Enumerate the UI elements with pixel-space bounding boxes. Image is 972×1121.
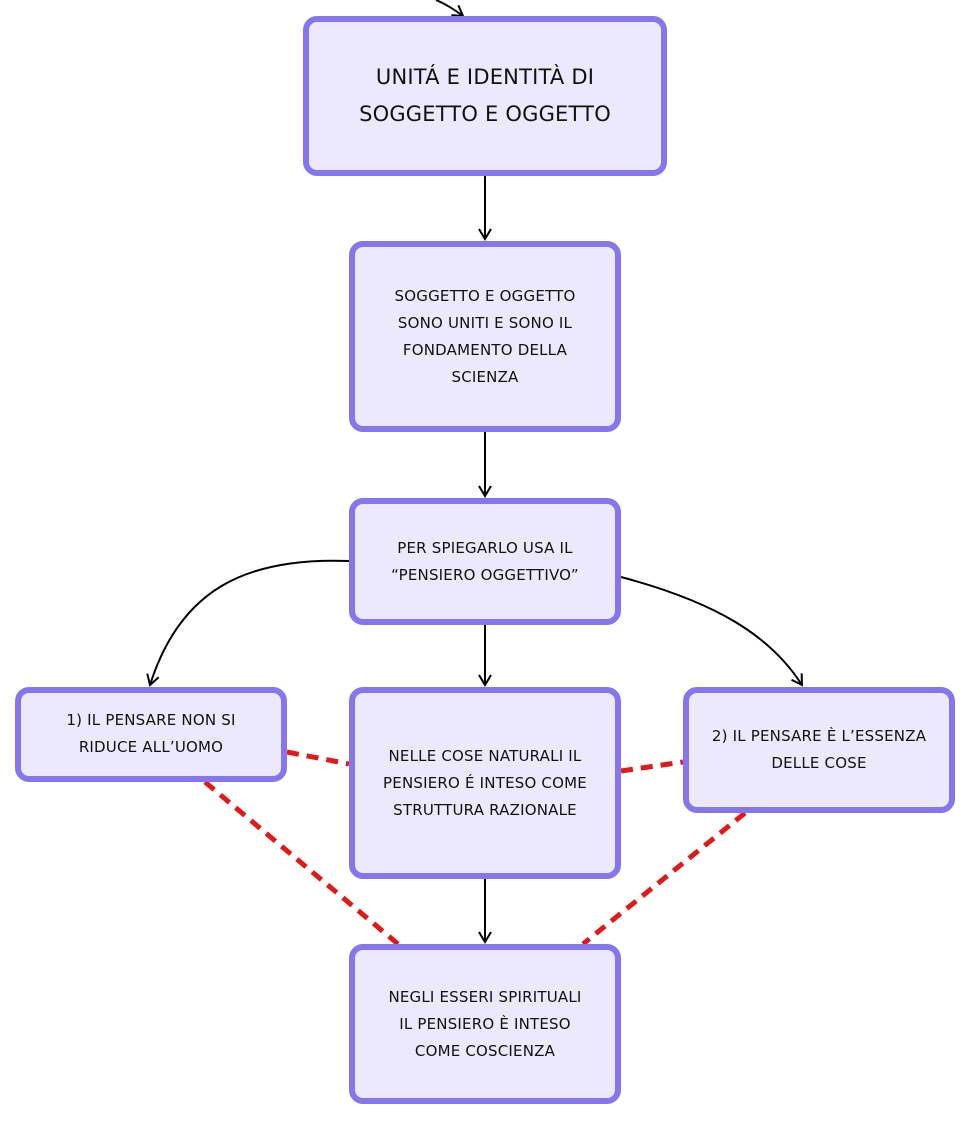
- node-label: PER SPIEGARLO USA IL “PENSIERO OGGETTIVO…: [391, 538, 579, 584]
- dashed-link-n6-n7: [581, 811, 747, 946]
- edge-n3-n4: [146, 559, 350, 687]
- node-cose-naturali: NELLE COSE NATURALI IL PENSIERO É INTESO…: [349, 687, 621, 879]
- node-label: UNITÁ E IDENTITÀ DI SOGGETTO E OGGETTO: [359, 65, 611, 126]
- node-soggetto-oggetto-uniti: SOGGETTO E OGGETTO SONO UNITI E SONO IL …: [349, 241, 621, 432]
- incoming-arrow: [435, 0, 465, 18]
- dashed-link-n5-n6: [620, 759, 684, 774]
- node-esseri-spirituali: NEGLI ESSERI SPIRITUALI IL PENSIERO È IN…: [349, 944, 621, 1104]
- dashed-link-n4-n7: [203, 780, 400, 946]
- node-unita-identita: UNITÁ E IDENTITÀ DI SOGGETTO E OGGETTO: [303, 16, 667, 176]
- node-label: 2) IL PENSARE È L’ESSENZA DELLE COSE: [711, 727, 927, 772]
- edge-n3-n6: [620, 576, 804, 687]
- node-label: NELLE COSE NATURALI IL PENSIERO É INTESO…: [383, 746, 587, 819]
- node-pensare-non-riduce: 1) IL PENSARE NON SI RIDUCE ALL’UOMO: [15, 687, 287, 782]
- node-pensiero-oggettivo: PER SPIEGARLO USA IL “PENSIERO OGGETTIVO…: [349, 498, 621, 625]
- node-label: 1) IL PENSARE NON SI RIDUCE ALL’UOMO: [66, 711, 236, 756]
- node-pensare-essenza: 2) IL PENSARE È L’ESSENZA DELLE COSE: [683, 687, 955, 813]
- dashed-link-n4-n5: [286, 749, 350, 767]
- node-label: SOGGETTO E OGGETTO SONO UNITI E SONO IL …: [394, 286, 576, 386]
- node-label: NEGLI ESSERI SPIRITUALI IL PENSIERO È IN…: [388, 987, 582, 1060]
